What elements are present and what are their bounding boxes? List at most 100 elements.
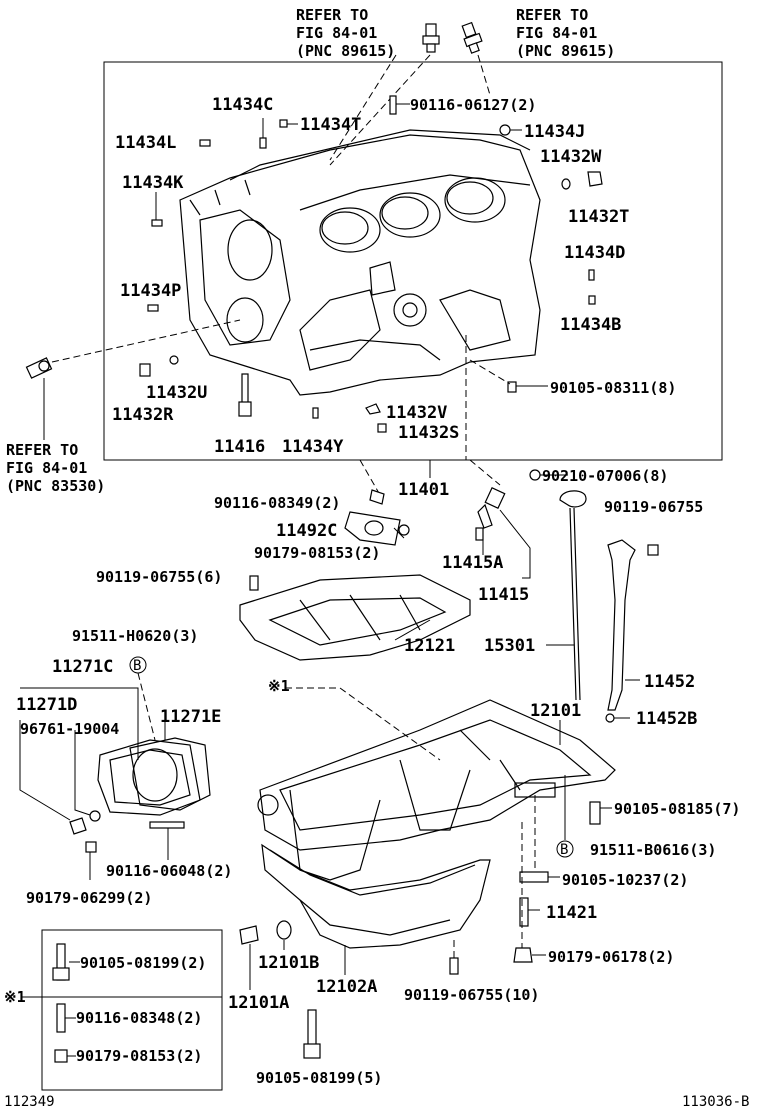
oil-pan-lower <box>261 843 491 949</box>
part-label: 12121 <box>404 636 455 656</box>
rear-seal-retainer <box>97 737 211 816</box>
b-mark-icon <box>556 840 574 858</box>
part-label: 12101A <box>228 993 289 1013</box>
part-label: 11421 <box>546 903 597 923</box>
bolt-icon <box>589 801 601 825</box>
bolt-icon <box>507 381 517 393</box>
note-box <box>41 929 223 1091</box>
part-label: 90105-10237(2) <box>562 871 688 889</box>
refer-text: REFER TO <box>296 6 368 24</box>
plug-icon <box>519 897 529 927</box>
part-label: 11434J <box>524 122 585 142</box>
part-label: 11415 <box>478 585 529 605</box>
plug-icon <box>365 403 381 415</box>
part-label: 11452 <box>644 672 695 692</box>
refer-text: REFER TO <box>516 6 588 24</box>
washer-icon <box>529 469 541 481</box>
part-label: 11452B <box>636 709 697 729</box>
cover-icon <box>344 511 401 546</box>
part-label: 15301 <box>484 636 535 656</box>
plug-icon <box>85 841 97 853</box>
part-label: 11434P <box>120 281 181 301</box>
part-label: 90105-08185(7) <box>614 800 740 818</box>
oil-pan-baffle <box>239 574 471 661</box>
part-label: 11432R <box>112 405 174 425</box>
refer-text: (PNC 89615) <box>296 42 395 60</box>
part-label: 11434C <box>212 95 273 115</box>
part-label: 11434K <box>122 173 184 193</box>
part-label: 90116-06048(2) <box>106 862 232 880</box>
part-label: 90179-08153(2) <box>254 544 380 562</box>
nut-icon <box>54 1049 68 1063</box>
note-mark: ※1 <box>268 677 290 695</box>
plug-icon <box>588 295 596 305</box>
top-left-sensor <box>422 23 440 53</box>
part-label: 90119-06755(6) <box>96 568 222 586</box>
part-label: 90179-08153(2) <box>76 1047 202 1065</box>
part-label: 91511-H0620(3) <box>72 627 198 645</box>
part-label: 90119-06755 <box>604 498 703 516</box>
stud-icon <box>389 95 397 115</box>
part-label: 11432T <box>568 207 629 227</box>
part-label: 11415A <box>442 553 503 573</box>
left-knock-sensor <box>25 357 53 379</box>
part-label: 12102A <box>316 977 377 997</box>
plug-icon <box>499 124 511 136</box>
dipstick-guide <box>607 539 659 711</box>
refer-text: (PNC 89615) <box>516 42 615 60</box>
part-label: 11432W <box>540 147 602 167</box>
part-label: 11401 <box>398 480 449 500</box>
part-label: 90116-06127(2) <box>410 96 536 114</box>
refer-text: (PNC 83530) <box>6 477 105 495</box>
part-label: 11432S <box>398 423 459 443</box>
part-label: 12101 <box>530 701 581 721</box>
plug-icon <box>587 171 603 187</box>
bolt-icon <box>519 871 549 883</box>
plug-icon <box>169 355 179 365</box>
part-label: 90116-08349(2) <box>214 494 340 512</box>
bolt-icon <box>475 527 484 541</box>
oil-nozzle-icon <box>477 486 506 529</box>
part-label: 11271E <box>160 707 221 727</box>
plug-icon <box>139 363 151 377</box>
part-label: 11434Y <box>282 437 344 457</box>
stud-icon <box>56 1003 66 1033</box>
bolt-icon <box>249 575 259 591</box>
part-label: 11271C <box>52 657 113 677</box>
dipstick <box>559 490 587 701</box>
bolt-icon <box>449 957 459 975</box>
plug-icon <box>312 407 319 419</box>
b-mark-label: B <box>560 842 568 858</box>
plug-icon <box>377 423 387 433</box>
part-label: 90179-06178(2) <box>548 948 674 966</box>
figure-code-left: 112349 <box>4 1094 55 1110</box>
part-label: 96761-19004 <box>20 720 119 738</box>
plug-icon <box>279 119 288 128</box>
part-label: 90210-07006(8) <box>542 467 668 485</box>
refer-text: FIG 84-01 <box>6 459 87 477</box>
plug-icon <box>151 219 163 227</box>
refer-text: FIG 84-01 <box>296 24 377 42</box>
part-label: 90105-08199(5) <box>256 1069 382 1087</box>
part-label: 11432V <box>386 403 447 423</box>
stud-icon <box>149 821 185 829</box>
part-label: 11416 <box>214 437 265 457</box>
part-label: 90119-06755(10) <box>404 986 539 1004</box>
plug-icon <box>588 269 595 281</box>
part-label: 11432U <box>146 383 207 403</box>
plug-icon <box>147 304 159 312</box>
part-label: 90105-08311(8) <box>550 379 676 397</box>
figure-code-right: 113036-B <box>682 1094 749 1110</box>
note-mark: ※1 <box>4 988 26 1006</box>
part-label: 11492C <box>276 521 337 541</box>
bolt-icon <box>69 817 87 835</box>
top-right-sensor <box>461 21 483 54</box>
oil-pan-upper <box>257 699 616 881</box>
washer-icon <box>605 713 615 723</box>
plug-icon <box>259 137 267 149</box>
part-label: 11434D <box>564 243 625 263</box>
part-label: 11434B <box>560 315 621 335</box>
part-label: 90179-06299(2) <box>26 889 152 907</box>
part-label: 90116-08348(2) <box>76 1009 202 1027</box>
